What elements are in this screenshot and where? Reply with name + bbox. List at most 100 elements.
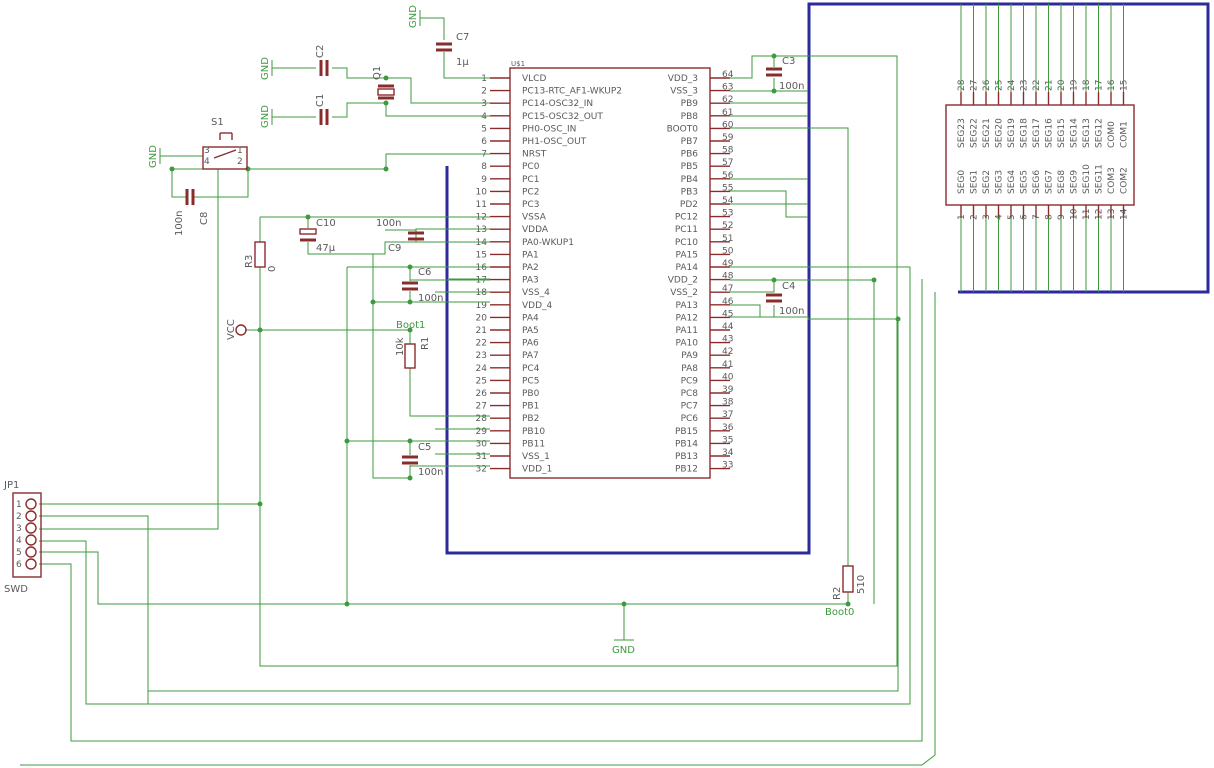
svg-text:100n: 100n <box>418 467 443 478</box>
mcu-pin-number: 12 <box>476 213 487 223</box>
lcd-pin-number: 1 <box>957 214 967 220</box>
mcu-pin-number: 57 <box>722 158 733 168</box>
svg-text:10k: 10k <box>395 337 406 356</box>
mcu-pin-number: 54 <box>722 196 734 206</box>
mcu-pin-name: VSS_1 <box>522 452 550 462</box>
bus-lines <box>445 2 1210 555</box>
capacitor-c4: C4 100n <box>766 281 804 317</box>
svg-text:C4: C4 <box>782 281 795 292</box>
capacitor-c9: 100n C9 <box>376 218 424 254</box>
gnd-c2: GND <box>260 57 273 80</box>
mcu-pin-number: 61 <box>722 108 733 118</box>
mcu-pin-name: PC14-OSC32_IN <box>522 99 593 109</box>
mcu-pin-number: 36 <box>722 423 734 433</box>
gnd-main: GND <box>612 639 635 656</box>
lcd-pin-number: 9 <box>1057 214 1067 220</box>
lcd-pin-number: 5 <box>1007 214 1017 220</box>
svg-text:GND: GND <box>148 145 159 168</box>
gnd-c1: GND <box>260 105 273 128</box>
mcu-ref: U$1 <box>511 60 525 68</box>
svg-text:C10: C10 <box>316 218 336 229</box>
mcu-pin-name: PB15 <box>675 427 698 437</box>
mcu-pin-name: VSS_3 <box>670 87 698 97</box>
svg-text:510: 510 <box>856 575 867 594</box>
lcd-pin-name: SEG4 <box>1007 170 1017 194</box>
svg-text:C6: C6 <box>418 267 431 278</box>
lcd-pin-name: SEG2 <box>982 170 992 194</box>
mcu-pin-number: 26 <box>476 389 488 399</box>
mcu-pin-number: 15 <box>476 250 487 260</box>
svg-text:GND: GND <box>612 645 635 656</box>
mcu-pin-number: 9 <box>481 175 487 185</box>
lcd-pin-number: 7 <box>1032 214 1042 220</box>
lcd-pin-name: SEG6 <box>1032 170 1042 194</box>
resistor-r3: R3 0 <box>244 241 278 272</box>
lcd-pin-name: SEG20 <box>995 118 1005 148</box>
mcu-pin-name: NRST <box>522 150 547 160</box>
mcu-pin-name: PC15-OSC32_OUT <box>522 112 603 122</box>
lcd-pin-name: SEG12 <box>1095 118 1105 148</box>
mcu-pin-name: PA4 <box>522 313 539 323</box>
mcu-pin-name: PA15 <box>676 250 698 260</box>
mcu-pin-number: 51 <box>722 234 733 244</box>
mcu-pin-name: PB2 <box>522 414 539 424</box>
jp1-pin-number: 4 <box>16 536 22 546</box>
mcu-pin-name: PC4 <box>522 364 540 374</box>
lcd-pin-name: SEG0 <box>957 170 967 194</box>
mcu-pin-name: PA10 <box>676 339 699 349</box>
lcd-pin-name: COM3 <box>1107 167 1117 194</box>
mcu-pin-number: 31 <box>476 452 487 462</box>
mcu-pin-number: 14 <box>476 238 488 248</box>
capacitor-c8: 100n C8 <box>174 189 210 236</box>
capacitor-c6: C6 100n <box>402 267 443 304</box>
lcd-pin-number: 18 <box>1082 79 1092 91</box>
mcu-pin-number: 30 <box>476 439 488 449</box>
svg-text:C9: C9 <box>388 243 401 254</box>
lcd-pin-name: SEG23 <box>957 118 967 148</box>
mcu-pin-name: VLCD <box>522 74 546 84</box>
mcu-pin-name: VDD_3 <box>668 74 698 84</box>
lcd-pin-number: 11 <box>1082 209 1092 220</box>
mcu-pin-number: 11 <box>476 200 487 210</box>
mcu-pin-name: VSS_4 <box>522 288 550 298</box>
lcd-pin-name: SEG18 <box>1020 118 1030 148</box>
mcu-pin-name: VDD_4 <box>522 301 553 311</box>
lcd-pin-number: 10 <box>1070 208 1080 220</box>
lcd-pin-number: 8 <box>1045 214 1055 220</box>
lcd-pin-number: 13 <box>1107 209 1117 220</box>
mcu-pin-name: PA12 <box>676 313 698 323</box>
svg-text:100n: 100n <box>174 211 185 236</box>
mcu-pin-number: 21 <box>476 326 487 336</box>
mcu-pin-name: PB10 <box>522 427 545 437</box>
svg-text:1: 1 <box>237 146 243 156</box>
mcu-pin-name: PH1-OSC_OUT <box>522 137 587 147</box>
svg-text:100n: 100n <box>418 293 443 304</box>
mcu-pin-number: 5 <box>481 124 487 134</box>
mcu-pin-number: 48 <box>722 272 734 282</box>
mcu-pin-number: 43 <box>722 335 733 345</box>
mcu-pin-name: PB11 <box>522 439 545 449</box>
mcu-pin-number: 4 <box>481 112 487 122</box>
mcu-pin-number: 42 <box>722 347 733 357</box>
lcd-pin-number: 6 <box>1020 214 1030 220</box>
mcu-pin-name: PA11 <box>676 326 698 336</box>
lcd-pin-number: 19 <box>1070 79 1080 91</box>
gnd-c7: GND <box>408 5 421 28</box>
mcu-pin-name: PC8 <box>681 389 699 399</box>
svg-text:R1: R1 <box>420 337 431 350</box>
gnd-s1: GND <box>148 145 161 168</box>
svg-text:JP1: JP1 <box>3 480 19 491</box>
mcu-pin-name: PB13 <box>675 452 698 462</box>
mcu-pin-number: 24 <box>476 364 488 374</box>
mcu-pin-name: PA9 <box>681 351 698 361</box>
mcu-pin-number: 32 <box>476 465 487 475</box>
mcu-pin-name: VDD_1 <box>522 465 552 475</box>
mcu-pin-name: PA0-WKUP1 <box>522 238 574 248</box>
svg-text:C8: C8 <box>199 212 210 225</box>
jp1-pin <box>25 558 37 570</box>
mcu-pin-name: BOOT0 <box>667 124 699 134</box>
mcu-pin-name: PC11 <box>675 225 698 235</box>
mcu-pin-name: VSS_2 <box>670 288 698 298</box>
mcu-pin-name: PB6 <box>681 150 699 160</box>
